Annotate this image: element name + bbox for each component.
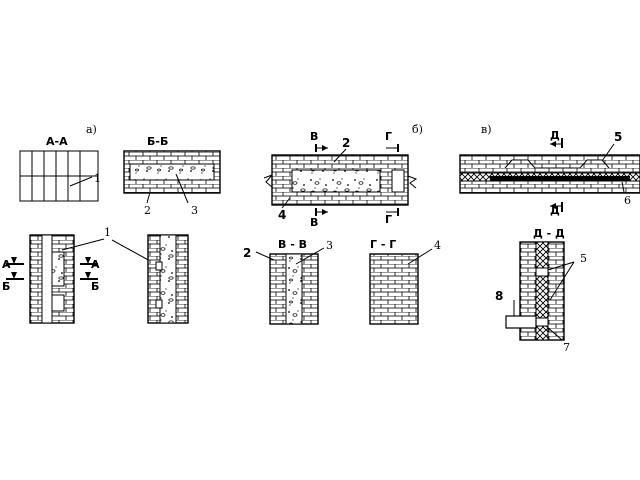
callout-5a: 5 [614, 130, 622, 144]
leader-2a [146, 191, 151, 204]
section-markers-c: Д Д [550, 129, 563, 217]
leader-1a [69, 176, 93, 187]
svg-text:Д: Д [550, 129, 560, 142]
leader-5b-2 [549, 261, 575, 301]
leader-2c [255, 251, 275, 261]
callout-4b: 4 [278, 208, 286, 222]
leader-5b-1 [547, 261, 575, 271]
section-gg-drawing [369, 253, 419, 325]
svg-text:Г: Г [385, 130, 392, 143]
leader-1b-left [61, 238, 105, 251]
section-aa-drawing [19, 150, 99, 202]
callout-1b: 1 [104, 226, 111, 239]
leader-7 [545, 325, 563, 341]
panel-c-label: в) [481, 123, 491, 136]
callout-2b: 2 [342, 136, 350, 150]
plan-c-drawing [459, 154, 640, 194]
panel-b: б) В В Г Г 2 4 В - В [243, 123, 441, 325]
callout-3b: 3 [326, 239, 333, 252]
section-vv-title: В - В [278, 238, 307, 251]
leader-2b [333, 148, 347, 163]
elevation-a-right [147, 234, 189, 324]
elevation-a-left [29, 234, 75, 324]
leader-3b [295, 247, 325, 265]
svg-text:А: А [2, 258, 11, 271]
callout-2a: 2 [144, 204, 151, 217]
plan-b-drawing [263, 154, 418, 206]
svg-text:В: В [310, 130, 318, 143]
section-markers-b: В В Г Г [310, 130, 399, 229]
svg-text:В: В [310, 216, 318, 229]
leader-5a [601, 143, 615, 162]
leader-4b [281, 197, 291, 209]
svg-text:Д: Д [550, 204, 560, 217]
callout-2c: 2 [243, 246, 251, 260]
svg-text:Б: Б [2, 280, 10, 293]
section-bb-title: Б-Б [147, 135, 168, 148]
callout-7: 7 [563, 341, 570, 354]
panel-c: в) Д Д 5 6 Д - Д [459, 123, 640, 354]
callout-1a: 1 [94, 172, 101, 185]
panel-a-label: а) [86, 123, 97, 136]
leader-4c [407, 248, 433, 265]
svg-text:Г: Г [385, 213, 392, 226]
section-markers-a: А А Б Б [2, 257, 100, 293]
panel-a: а) А-А 1 Б-Б 2 3 [2, 123, 221, 324]
callout-4c: 4 [434, 239, 441, 252]
svg-text:Б: Б [91, 280, 99, 293]
leader-6 [621, 181, 625, 193]
leader-3a [175, 173, 189, 204]
callout-5b: 5 [580, 252, 587, 265]
section-vv-drawing [269, 253, 319, 325]
section-dd-drawing [505, 241, 565, 341]
section-dd-title: Д - Д [533, 227, 565, 240]
callout-8: 8 [495, 289, 503, 303]
svg-text:А: А [91, 258, 100, 271]
leader-1b-right [111, 239, 153, 263]
section-bb-drawing [123, 150, 221, 194]
callout-6: 6 [624, 194, 631, 207]
callout-3a: 3 [191, 204, 198, 217]
panel-b-label: б) [412, 123, 423, 136]
section-gg-title: Г - Г [370, 238, 396, 251]
section-aa-title: А-А [46, 135, 68, 148]
